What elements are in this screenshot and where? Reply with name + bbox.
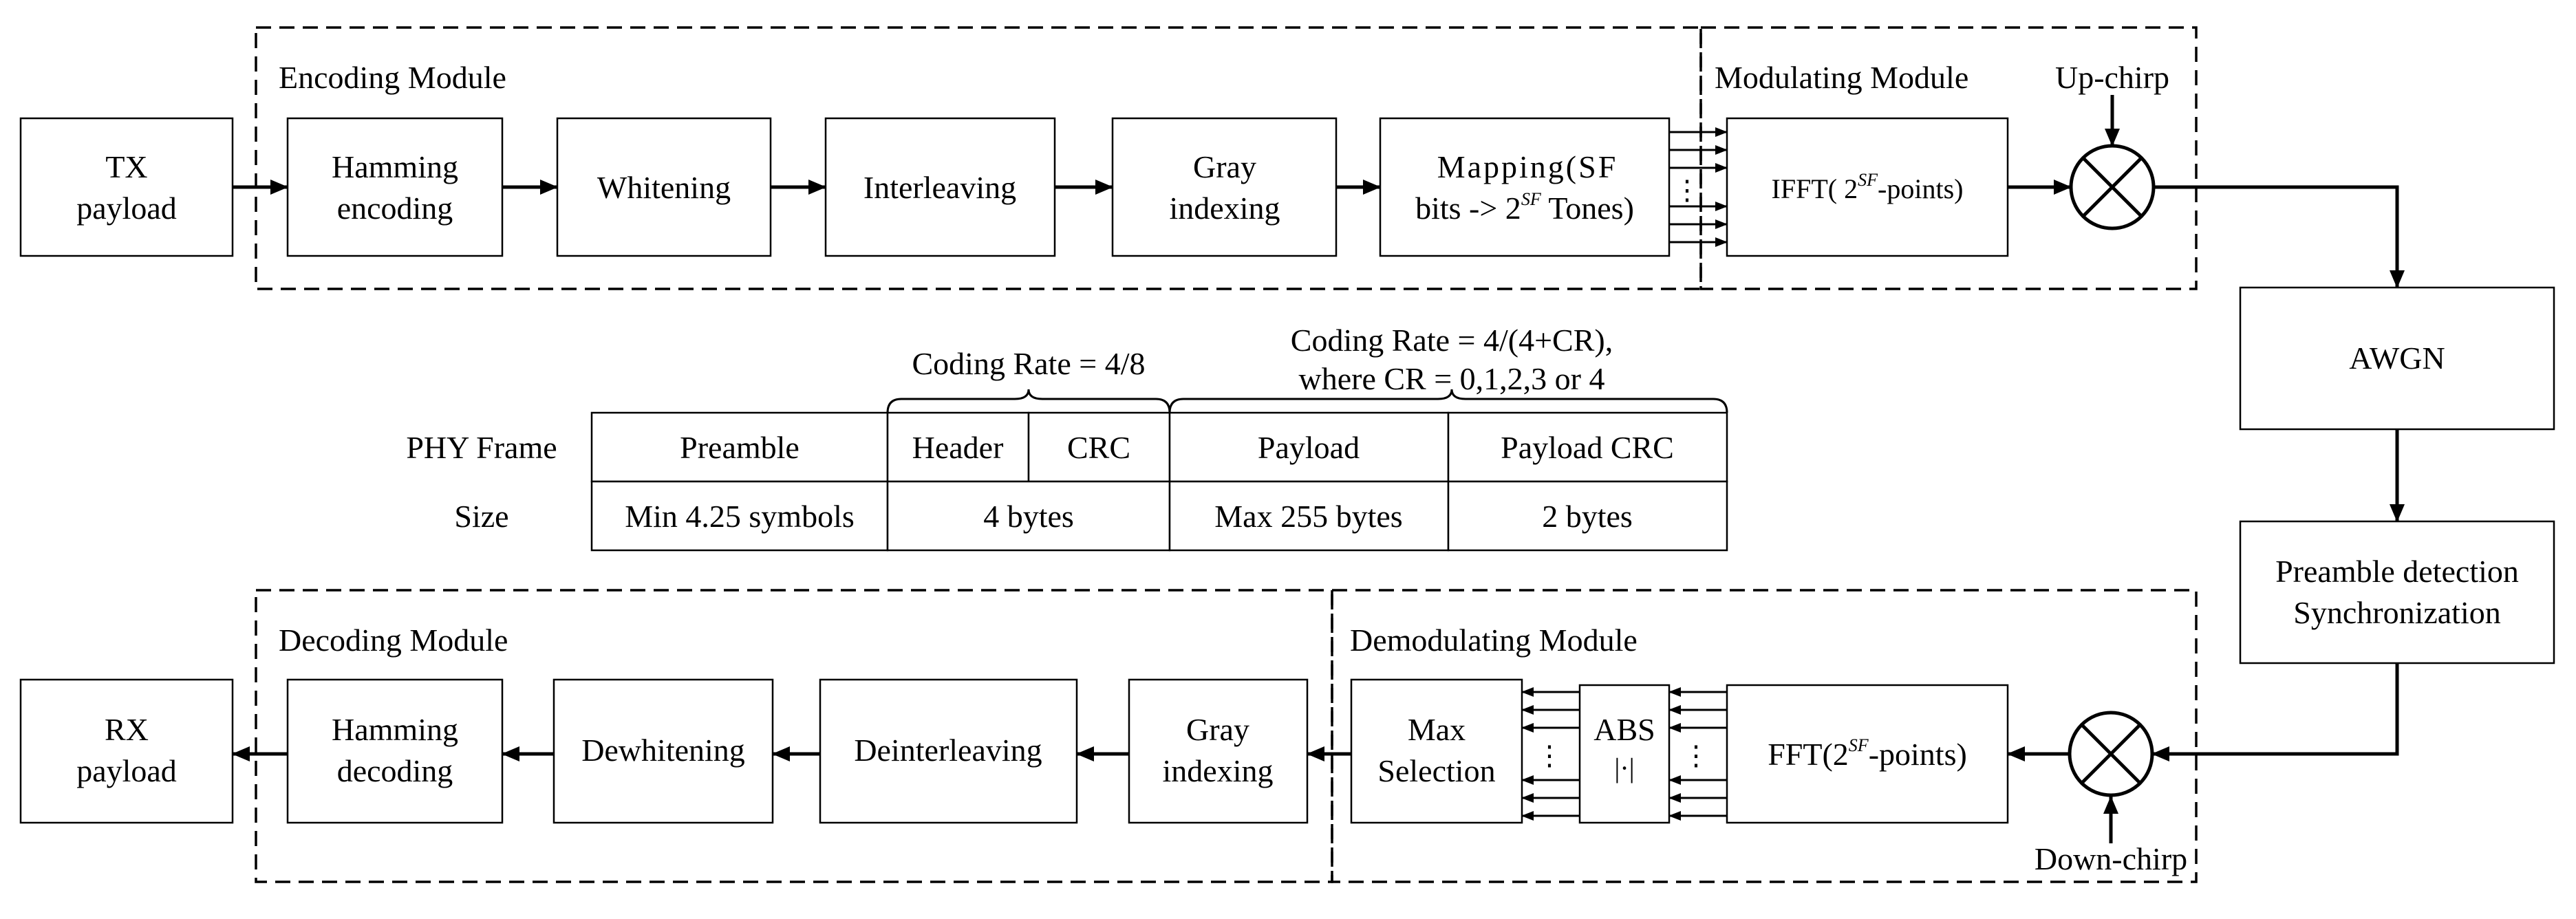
arrow-preamble-to-mixer xyxy=(2151,663,2399,761)
size-payload: Max 255 bytes xyxy=(1214,499,1402,534)
mapping-label-2-sup: SF xyxy=(1521,189,1542,209)
field-header: Header xyxy=(912,430,1004,465)
ifft-label-prefix: IFFT( 2 xyxy=(1772,173,1858,204)
parallel-dots-tx: ⋮ xyxy=(1673,175,1701,206)
coding-rate-header-label: Coding Rate = 4/8 xyxy=(912,346,1146,381)
field-crc: CRC xyxy=(1067,430,1130,465)
up-chirp-mixer-cross-b xyxy=(2082,157,2143,217)
arrow-mixer-to-awgn xyxy=(2154,185,2405,288)
max-selection-label-1: Max xyxy=(1408,712,1466,747)
fft-label: FFT(2SF-points) xyxy=(1768,735,1967,772)
abs-block xyxy=(1578,684,1671,824)
parallel-dots-abs: ⋮ xyxy=(1536,740,1563,771)
ifft-label-suffix: -points) xyxy=(1878,173,1963,204)
demodulating-module-title: Demodulating Module xyxy=(1350,623,1638,658)
gray-indexing-rx-label-2: indexing xyxy=(1163,753,1274,788)
gray-indexing-rx-block xyxy=(1128,678,1309,824)
row-label-size: Size xyxy=(454,499,508,534)
whitening-label: Whitening xyxy=(597,170,731,205)
mapping-label-2-suffix: Tones) xyxy=(1541,191,1634,226)
field-payload: Payload xyxy=(1258,430,1360,465)
preamble-detection-label-2: Synchronization xyxy=(2293,595,2501,630)
interleaving-label: Interleaving xyxy=(863,170,1016,205)
brace-payload xyxy=(1168,389,1728,413)
preamble-detection-block xyxy=(2239,520,2555,664)
tx-payload-block xyxy=(19,117,234,257)
mapping-label-2: bits -> 2SF Tones) xyxy=(1415,189,1634,226)
gray-indexing-tx-label-2: indexing xyxy=(1170,191,1280,226)
size-preamble: Min 4.25 symbols xyxy=(625,499,855,534)
tx-payload-label-2: payload xyxy=(76,191,177,226)
cell-header xyxy=(886,411,1030,483)
cell-size-preamble xyxy=(590,480,889,552)
gray-indexing-tx-label-1: Gray xyxy=(1193,149,1256,184)
abs-label-2: |·| xyxy=(1614,753,1634,783)
down-chirp-label: Down-chirp xyxy=(2035,841,2187,876)
whitening-block xyxy=(556,117,772,257)
gray-indexing-rx-label-1: Gray xyxy=(1186,712,1249,747)
up-chirp-label: Up-chirp xyxy=(2055,60,2169,95)
cell-size-payload-crc xyxy=(1447,480,1728,552)
deinterleaving-label: Deinterleaving xyxy=(854,733,1042,768)
ifft-label: IFFT( 2SF-points) xyxy=(1772,170,1964,204)
modulating-module-title: Modulating Module xyxy=(1715,60,1968,95)
hamming-decoding-block xyxy=(286,678,504,824)
hamming-encoding-label-1: Hamming xyxy=(332,149,458,184)
preamble-detection-label-1: Preamble detection xyxy=(2275,554,2519,589)
mapping-label-2-prefix: bits -> 2 xyxy=(1415,191,1521,226)
size-payload-crc: 2 bytes xyxy=(1542,499,1633,534)
interleaving-block xyxy=(824,117,1056,257)
mapping-block xyxy=(1379,117,1671,257)
size-header-crc: 4 bytes xyxy=(983,499,1074,534)
rx-payload-label-1: RX xyxy=(105,712,149,747)
ifft-label-sup: SF xyxy=(1858,170,1878,190)
dewhitening-label: Dewhitening xyxy=(581,733,745,768)
cell-payload-crc xyxy=(1447,411,1728,483)
encoding-module-title: Encoding Module xyxy=(279,60,506,95)
deinterleaving-block xyxy=(819,678,1078,824)
mapping-label-1: Mapping(SF xyxy=(1437,149,1618,184)
hamming-encoding-label-2: encoding xyxy=(337,191,453,226)
brace-header xyxy=(886,389,1171,413)
tx-payload-label-1: TX xyxy=(105,149,147,184)
rx-payload-label-2: payload xyxy=(76,753,177,788)
fft-label-sup: SF xyxy=(1849,735,1869,755)
awgn-block xyxy=(2239,286,2555,431)
cell-preamble xyxy=(590,411,889,483)
row-label-phy-frame: PHY Frame xyxy=(406,430,557,465)
field-payload-crc: Payload CRC xyxy=(1501,430,1674,465)
modulating-module-frame xyxy=(1699,26,2198,290)
rx-payload-block xyxy=(19,678,234,824)
fft-label-prefix: FFT(2 xyxy=(1768,737,1849,772)
decoding-module-title: Decoding Module xyxy=(279,623,508,658)
down-chirp-mixer-cross-b xyxy=(2081,724,2141,784)
dewhitening-block xyxy=(552,678,774,824)
ifft-block xyxy=(1726,117,2009,257)
max-selection-block xyxy=(1350,678,1523,824)
fft-block xyxy=(1726,684,2009,824)
hamming-decoding-label-1: Hamming xyxy=(332,712,458,747)
abs-label-1: ABS xyxy=(1593,712,1655,747)
hamming-decoding-label-2: decoding xyxy=(337,753,453,788)
max-selection-label-2: Selection xyxy=(1377,753,1495,788)
parallel-dots-fft: ⋮ xyxy=(1682,740,1710,771)
demodulating-module-frame xyxy=(1331,589,2198,883)
gray-indexing-tx-block xyxy=(1111,117,1338,257)
fft-label-suffix: -points) xyxy=(1869,737,1967,772)
coding-rate-payload-label-1: Coding Rate = 4/(4+CR), xyxy=(1291,323,1613,358)
field-preamble: Preamble xyxy=(680,430,799,465)
hamming-encoding-block xyxy=(286,117,504,257)
awgn-label: AWGN xyxy=(2349,340,2445,376)
